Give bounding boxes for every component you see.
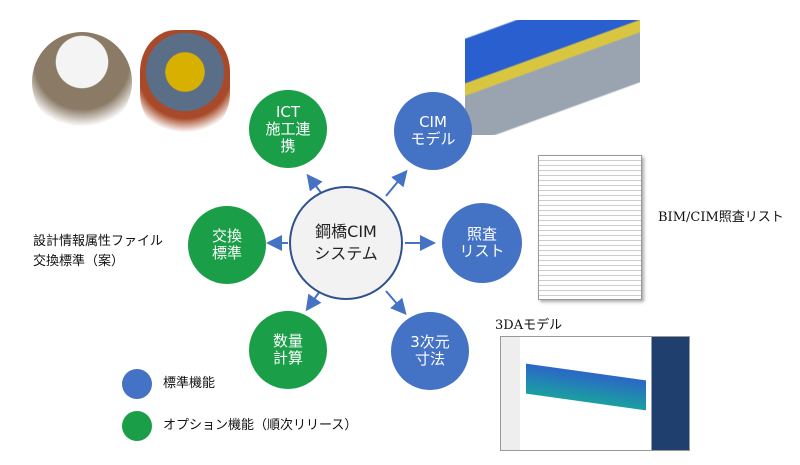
node-text: 照査 — [466, 225, 497, 243]
exchange-file-label: 設計情報属性ファイル 交換標準（案） — [33, 232, 163, 272]
label-line: 設計情報属性ファイル — [33, 234, 164, 249]
node-text: モデル — [410, 130, 456, 148]
node-text: CIM — [419, 113, 447, 131]
node-text: 3次元 — [410, 333, 450, 351]
legend-standard-label: 標準機能 — [163, 376, 216, 391]
worker-helmet-photo — [32, 32, 132, 132]
center-node-steel-bridge-cim-system: 鋼橋CIM システム — [289, 186, 403, 300]
check-list-spreadsheet — [538, 155, 642, 300]
node-text: 携 — [280, 136, 296, 155]
center-line2: システム — [314, 244, 378, 263]
arrow-cim-model — [385, 169, 408, 197]
node-text: 数量 — [272, 332, 303, 350]
bim-cim-list-label: BIM/CIM照査リスト — [658, 210, 784, 225]
bridge-3d-render — [465, 20, 640, 135]
node-check-list: 照査リスト — [442, 203, 522, 283]
node-quantity: 数量計算 — [249, 311, 327, 389]
arrow-dimension — [385, 290, 407, 316]
surveying-instrument-photo — [140, 30, 230, 135]
arrow-quantity — [305, 290, 322, 312]
3da-model-screenshot — [500, 336, 690, 451]
node-text: 交換 — [211, 227, 242, 245]
legend-option-swatch — [122, 411, 152, 441]
node-text: 標準 — [211, 244, 242, 262]
node-text: 施工連 — [265, 119, 311, 138]
node-text: リスト — [459, 242, 505, 260]
node-text: ICT — [275, 102, 301, 121]
label-line: 交換標準（案） — [33, 254, 125, 269]
3da-model-label: 3DAモデル — [495, 318, 563, 333]
node-text: 計算 — [272, 349, 303, 367]
node-exchange: 交換標準 — [188, 206, 266, 284]
center-line1: 鋼橋CIM — [315, 222, 377, 241]
legend-standard-swatch — [122, 369, 152, 399]
legend-option-label: オプション機能（順次リリース） — [163, 418, 358, 433]
node-3d-dimension: 3次元寸法 — [391, 312, 469, 390]
node-text: 寸法 — [414, 350, 445, 368]
